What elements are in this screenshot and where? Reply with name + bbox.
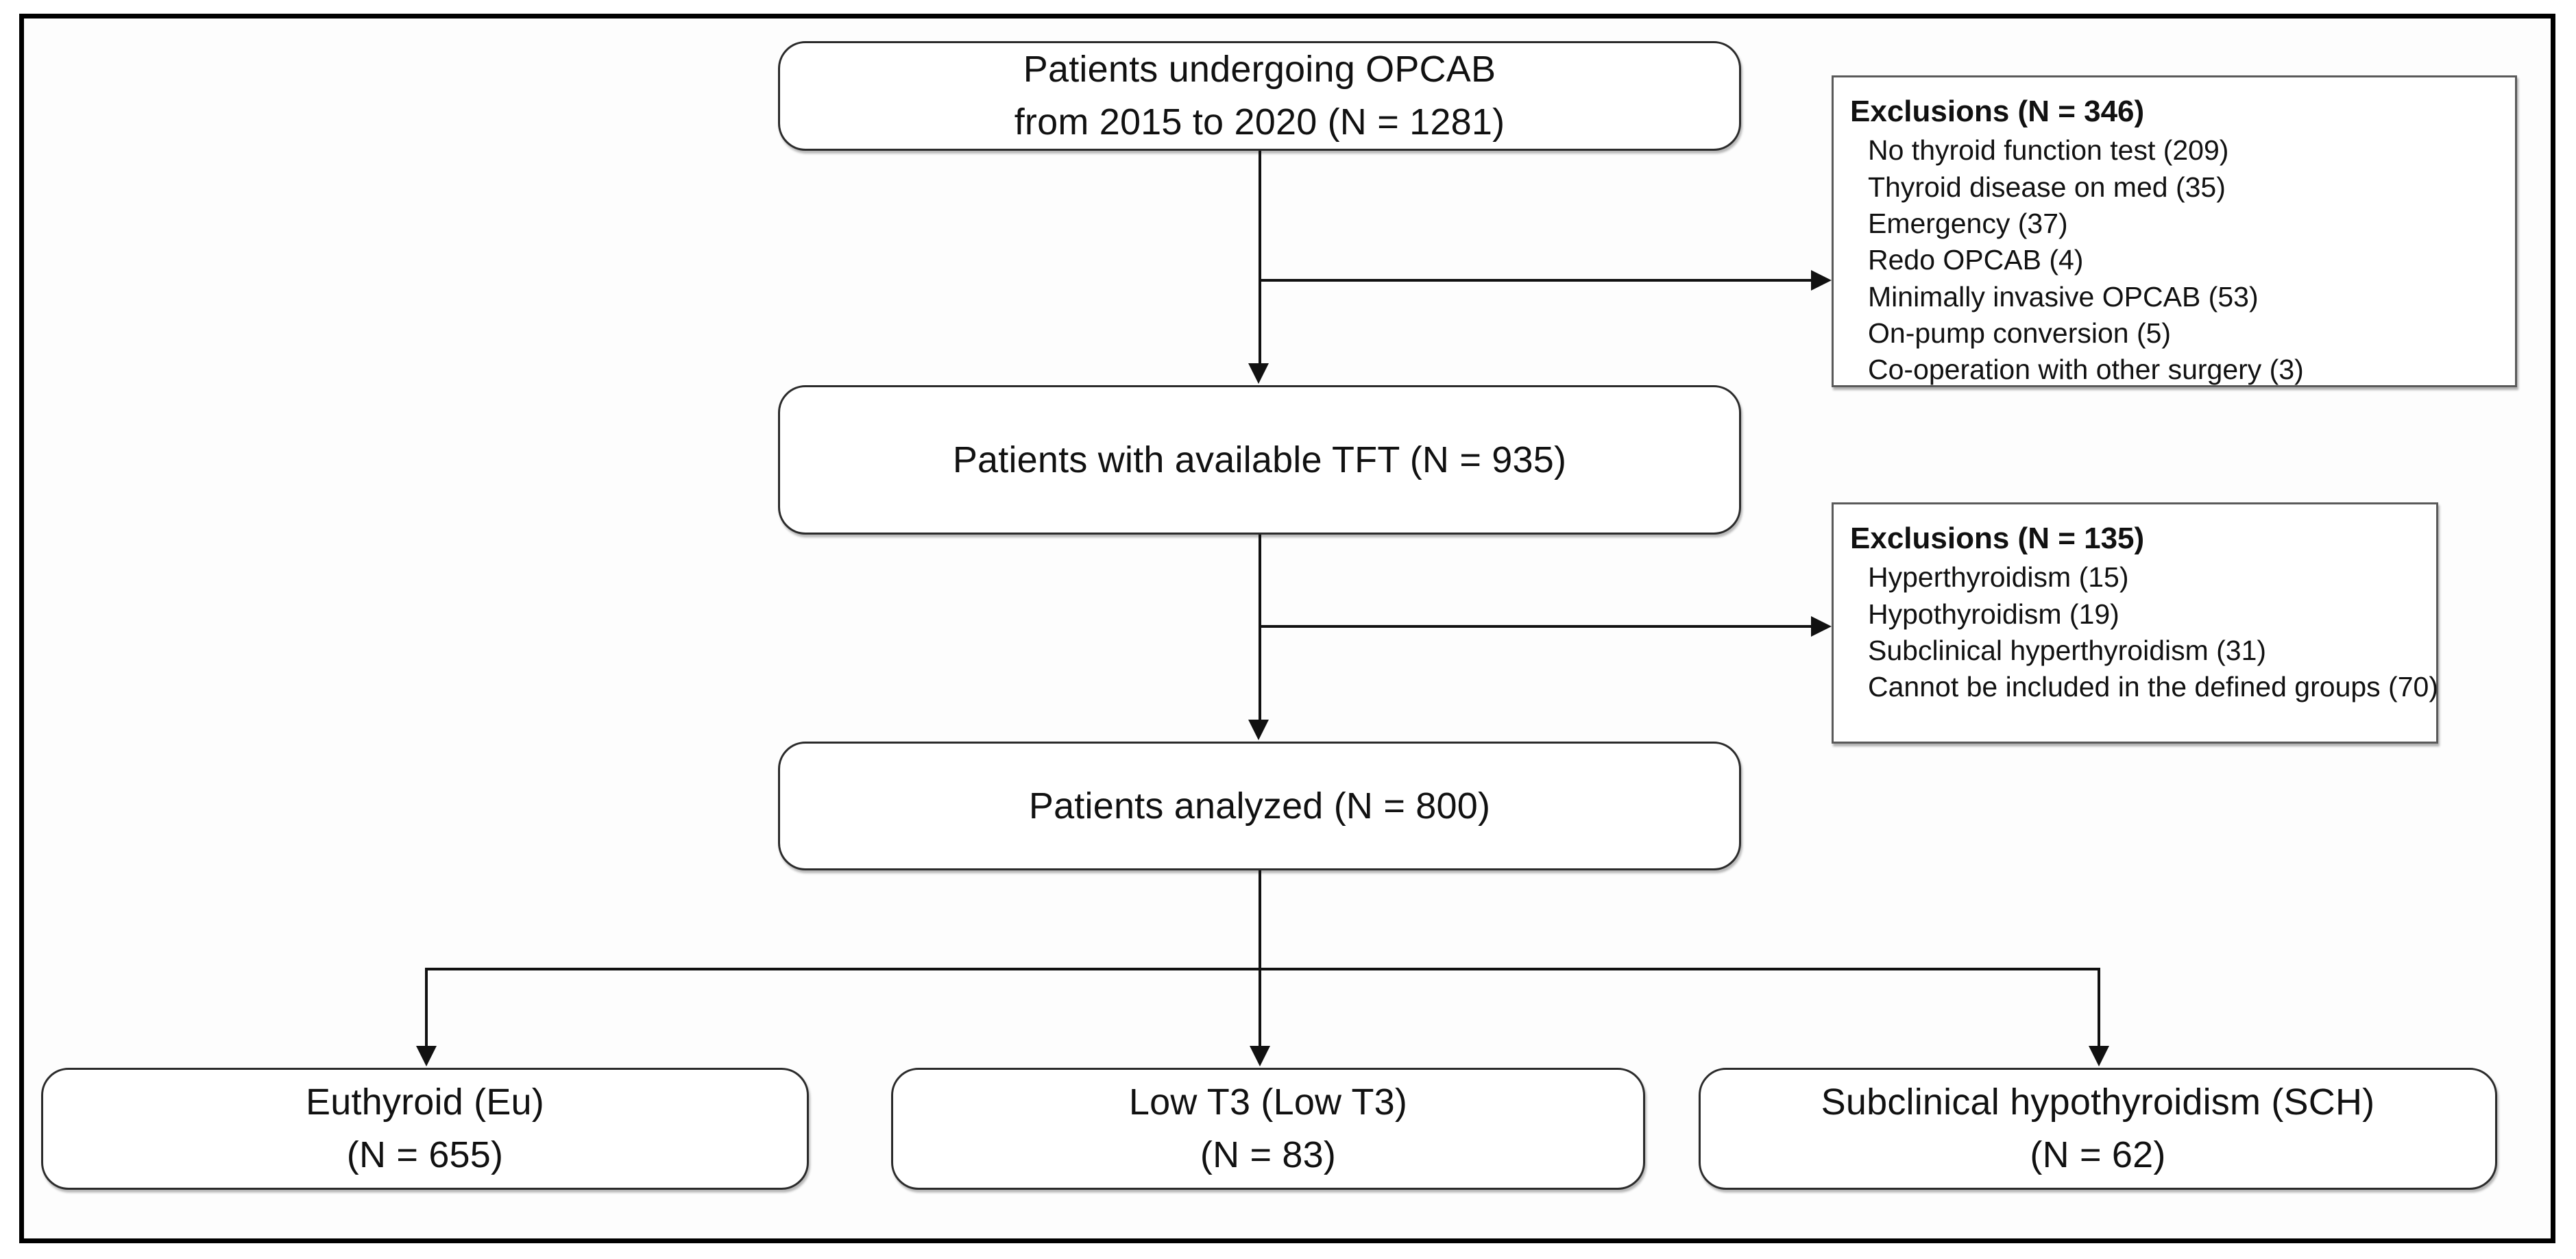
connector-to-exclusions-2-arrow <box>1811 616 1832 637</box>
list-item: Hyperthyroidism (15) <box>1868 561 2129 594</box>
connector-bar-to-low-t3-arrow <box>1250 1046 1270 1066</box>
connector-to-exclusions-1-arrow <box>1811 270 1832 291</box>
node-patients-analyzed[interactable]: Patients analyzed (N = 800) <box>778 742 1741 870</box>
connector-bar-to-low-t3-line <box>1259 968 1261 1049</box>
connector-bar-to-euthyroid-arrow <box>416 1046 437 1066</box>
list-item: On-pump conversion (5) <box>1868 317 2172 349</box>
node-enrolled-line2: from 2015 to 2020 (N = 1281) <box>1014 101 1505 143</box>
node-sch-line2: (N = 62) <box>2030 1134 2166 1175</box>
node-euthyroid-line2: (N = 655) <box>346 1134 504 1175</box>
connector-group-distributor-bar <box>425 968 2100 970</box>
exclusions-1-list: No thyroid function test (209) Thyroid d… <box>1850 132 2503 388</box>
list-item: No thyroid function test (209) <box>1868 134 2229 167</box>
node-low-t3-line1: Low T3 (Low T3) <box>1128 1081 1408 1123</box>
exclusions-2-list: Hyperthyroidism (15) Hypothyroidism (19)… <box>1850 559 2438 705</box>
node-patients-enrolled[interactable]: Patients undergoing OPCAB from 2015 to 2… <box>778 41 1741 151</box>
node-euthyroid-line1: Euthyroid (Eu) <box>306 1081 544 1123</box>
list-item: Thyroid disease on med (35) <box>1868 171 2226 203</box>
exclusions-2-title: Exclusions (N = 135) <box>1850 522 2145 555</box>
connector-to-exclusions-1-line <box>1259 279 1812 282</box>
exclusions-box-2[interactable]: Exclusions (N = 135) Hyperthyroidism (15… <box>1832 502 2438 744</box>
connector-enrolled-to-tft-arrow <box>1248 363 1269 384</box>
node-sch-line1: Subclinical hypothyroidism (SCH) <box>1821 1081 2375 1123</box>
list-item: Minimally invasive OPCAB (53) <box>1868 280 2259 313</box>
connector-bar-to-euthyroid-line <box>425 968 428 1049</box>
list-item: Cannot be included in the defined groups… <box>1868 671 2438 703</box>
list-item: Subclinical hyperthyroidism (31) <box>1868 634 2267 666</box>
node-patients-tft-available[interactable]: Patients with available TFT (N = 935) <box>778 385 1741 535</box>
exclusions-box-1[interactable]: Exclusions (N = 346) No thyroid function… <box>1832 75 2517 387</box>
connector-analyzed-to-bar-line <box>1259 870 1261 970</box>
connector-bar-to-sch-arrow <box>2089 1046 2109 1066</box>
list-item: Co-operation with other surgery (3) <box>1868 354 2304 386</box>
node-analyzed-line1: Patients analyzed (N = 800) <box>1028 785 1491 827</box>
connector-bar-to-sch-line <box>2098 968 2100 1049</box>
list-item: Hypothyroidism (19) <box>1868 598 2119 630</box>
node-enrolled-line1: Patients undergoing OPCAB <box>1023 49 1496 90</box>
list-item: Emergency (37) <box>1868 207 2068 239</box>
node-group-euthyroid[interactable]: Euthyroid (Eu) (N = 655) <box>41 1068 809 1190</box>
connector-enrolled-to-tft-line <box>1259 151 1261 365</box>
connector-tft-to-analyzed-arrow <box>1248 720 1269 740</box>
exclusions-1-title: Exclusions (N = 346) <box>1850 95 2145 128</box>
node-tft-line1: Patients with available TFT (N = 935) <box>952 439 1567 480</box>
list-item: Redo OPCAB (4) <box>1868 244 2084 276</box>
node-low-t3-line2: (N = 83) <box>1200 1134 1337 1175</box>
connector-tft-to-analyzed-line <box>1259 535 1261 721</box>
node-group-sch[interactable]: Subclinical hypothyroidism (SCH) (N = 62… <box>1699 1068 2497 1190</box>
connector-to-exclusions-2-line <box>1259 625 1812 628</box>
node-group-low-t3[interactable]: Low T3 (Low T3) (N = 83) <box>891 1068 1645 1190</box>
